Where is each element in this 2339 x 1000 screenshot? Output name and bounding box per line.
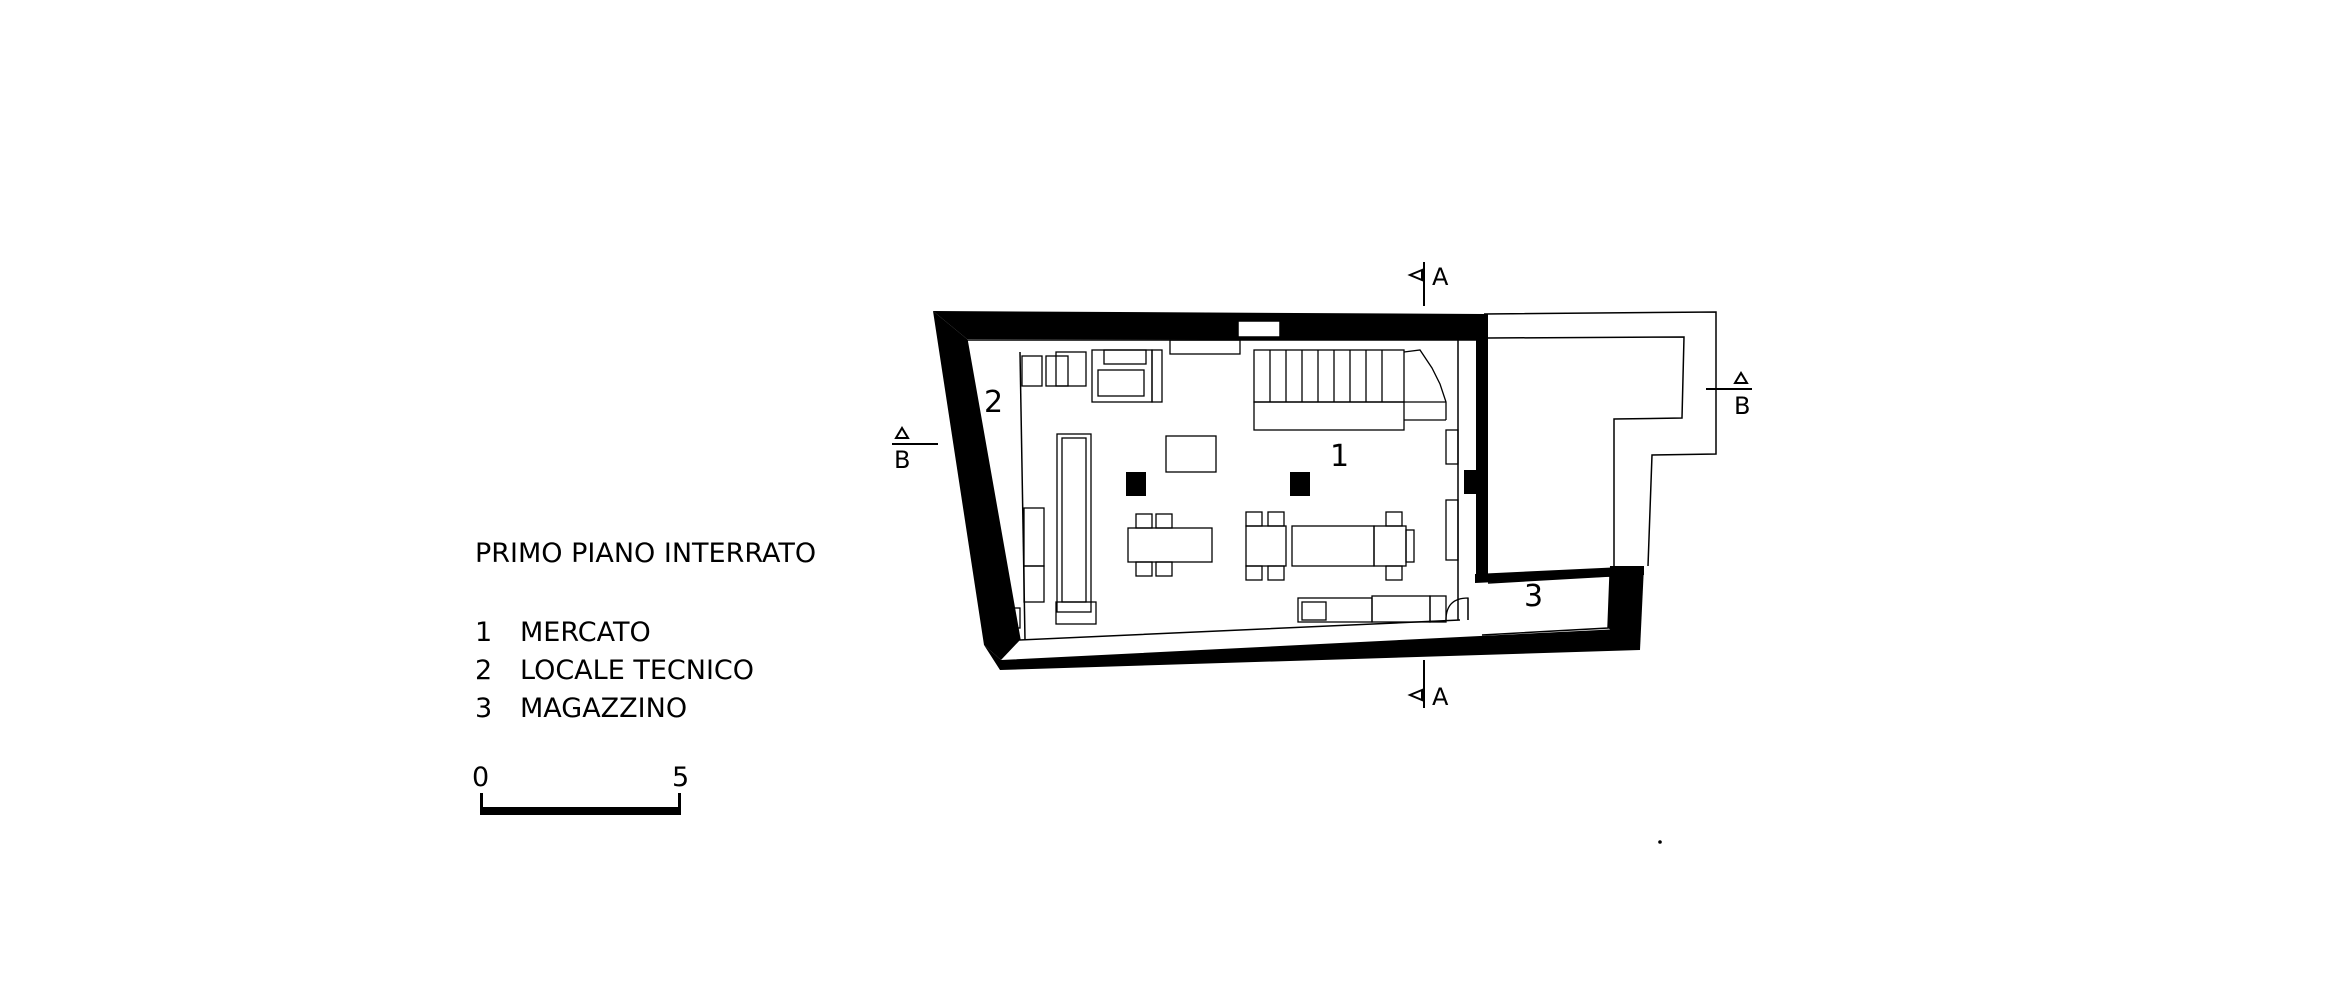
section-b-left-label: B (894, 446, 910, 474)
section-b-right-label: B (1734, 392, 1750, 420)
room-tag-3: 3 (1524, 579, 1543, 614)
top-wall (933, 311, 1484, 340)
section-b-right: B (1706, 371, 1752, 420)
column-right (1290, 472, 1310, 496)
storage-top-wall (1475, 566, 1644, 583)
main-walls (933, 311, 1644, 670)
section-a-bottom: A (1407, 660, 1449, 711)
legend-number-3: 3 (475, 693, 492, 724)
table-right (1245, 511, 1415, 581)
wall-pier (1464, 470, 1486, 494)
scale-start-label: 0 (472, 762, 489, 793)
columns (1126, 472, 1310, 496)
middle-wall (1476, 314, 1488, 574)
furniture (1001, 339, 1459, 629)
legend-name-2: LOCALE TECNICO (520, 655, 754, 686)
legend-name-1: MERCATO (520, 617, 651, 648)
left-wall (933, 311, 1020, 660)
room-tag-2: 2 (984, 385, 1003, 420)
inner-outline (966, 339, 1611, 641)
legend-number-1: 1 (475, 617, 492, 648)
section-b-left: B (892, 426, 938, 474)
table-left (1127, 513, 1213, 577)
section-a-top: A (1407, 262, 1449, 306)
section-a-bottom-label: A (1432, 683, 1449, 711)
stray-dot (1658, 840, 1662, 844)
legend-number-2: 2 (475, 655, 492, 686)
section-a-top-label: A (1432, 263, 1449, 291)
staircase (1253, 349, 1447, 431)
legend-name-3: MAGAZZINO (520, 693, 687, 724)
courtyard-outline (1483, 311, 1717, 567)
top-wall-opening (1237, 320, 1281, 338)
scale-bar: 0 5 (472, 762, 689, 815)
storage-door (1445, 597, 1469, 621)
legend-title: PRIMO PIANO INTERRATO (475, 538, 816, 569)
bottom-wall (984, 628, 1640, 670)
storage-right-wall (1608, 566, 1644, 650)
room-tag-1: 1 (1330, 439, 1349, 474)
scale-end-label: 5 (672, 762, 689, 793)
column-left (1126, 472, 1146, 496)
